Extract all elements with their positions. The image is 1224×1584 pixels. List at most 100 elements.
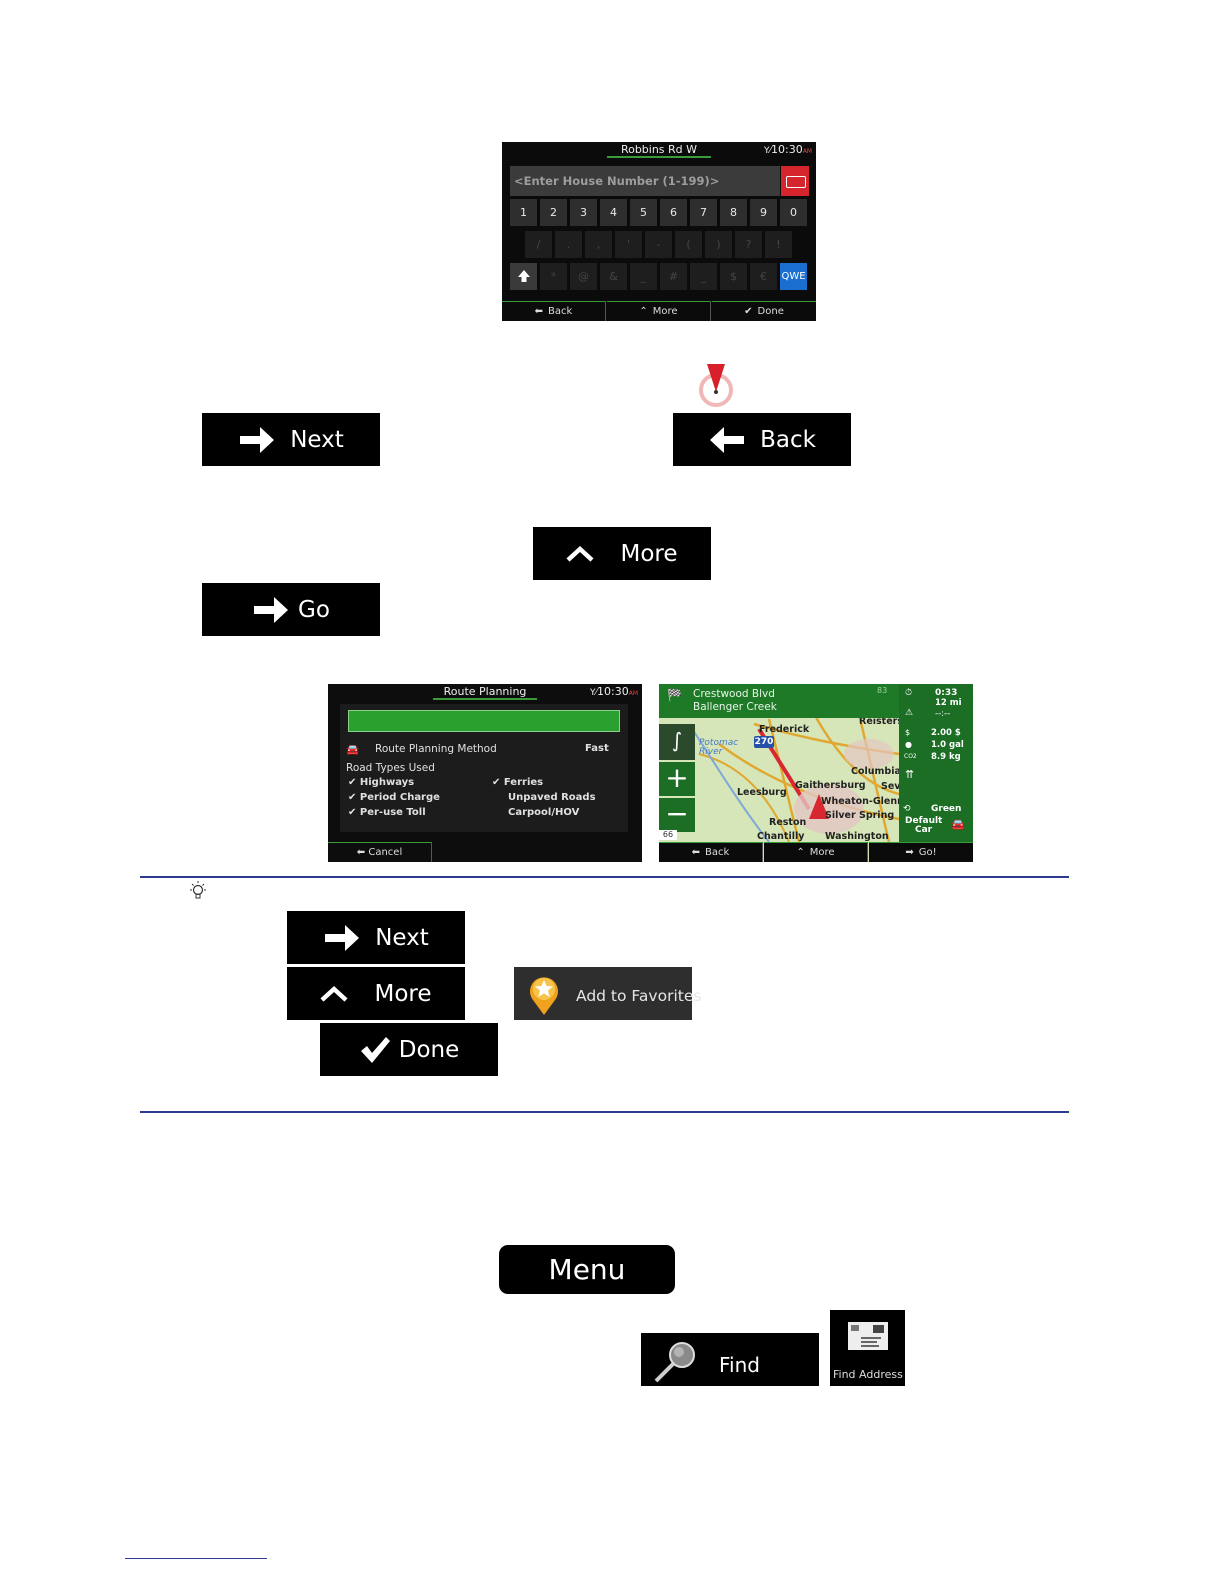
find-label: Find [719, 1353, 760, 1377]
back-button[interactable]: ⬅Back [502, 301, 606, 321]
more-button[interactable]: ⌃More [607, 301, 711, 321]
money-icon: $ [905, 728, 911, 737]
keyboard-key[interactable]: 7 [690, 199, 717, 226]
back-button[interactable]: ⬅Back [659, 842, 763, 862]
keyboard-key[interactable]: _ [630, 263, 657, 290]
eco-icon: ⟲ [903, 804, 911, 814]
keyboard-key[interactable]: ) [705, 231, 732, 258]
keyboard-key[interactable]: 6 [660, 199, 687, 226]
keyboard-key[interactable]: 5 [630, 199, 657, 226]
next-button[interactable]: Next [202, 413, 380, 466]
backspace-icon [786, 176, 806, 188]
lightbulb-icon [188, 880, 208, 902]
keyboard-key[interactable]: ! [765, 231, 792, 258]
keyboard-key[interactable]: 3 [570, 199, 597, 226]
place-label: Sev [881, 781, 901, 792]
keyboard-key[interactable]: - [645, 231, 672, 258]
trip-info-panel[interactable]: ⏱ 0:33 12 mi ⚠ --:-- $ 2.00 $ ● 1.0 gal … [899, 684, 973, 842]
go-button[interactable]: Go [202, 583, 380, 636]
checkmark-icon: ✔ [744, 306, 753, 317]
remaining-distance: 12 mi [935, 698, 962, 708]
place-label: Leesburg [737, 787, 787, 798]
car-icon: 🚘 [346, 744, 360, 756]
next-label: Next [290, 426, 344, 453]
arrow-right-icon [252, 595, 290, 625]
done-label: Done [398, 1036, 460, 1063]
more-button[interactable]: ⌃More [764, 842, 868, 862]
checkmark-icon [359, 1035, 391, 1065]
arrow-right-icon: ➡ [905, 847, 914, 858]
keyboard-key[interactable]: & [600, 263, 627, 290]
more-button-large[interactable]: More [533, 527, 711, 580]
fuel-usage: 1.0 gal [931, 740, 964, 750]
road-type-carpool: Carpool/HOV [508, 807, 580, 818]
fuel-icon: ● [905, 740, 912, 749]
tip-top-rule [140, 876, 1069, 878]
cancel-button[interactable]: ⬅ Cancel [328, 842, 432, 862]
go-button[interactable]: ➡Go! [869, 842, 973, 862]
add-to-favorites-button[interactable]: Add to Favorites [514, 967, 701, 1020]
vehicle-line1: Default [905, 816, 943, 826]
car-icon: 🚘 [951, 818, 965, 831]
shift-arrow-icon [517, 270, 530, 282]
zoom-out-button[interactable]: − [659, 798, 695, 832]
keyboard-key[interactable]: ' [615, 231, 642, 258]
method-label: Route Planning Method [375, 743, 497, 755]
keyboard-key[interactable]: 4 [600, 199, 627, 226]
keyboard-key[interactable]: _ [690, 263, 717, 290]
place-label: Reston [769, 817, 807, 828]
keyboard-key[interactable]: € [750, 263, 777, 290]
find-address-button[interactable]: Find Address [830, 1310, 905, 1386]
back-button-large[interactable]: Back [673, 413, 851, 466]
find-address-label: Find Address [833, 1368, 903, 1381]
road-type-period-charge: ✔ Period Charge [348, 792, 440, 803]
co2-value: 8.9 kg [931, 752, 961, 762]
tip-bottom-rule [140, 1111, 1069, 1113]
keyboard-key[interactable]: 9 [750, 199, 777, 226]
tip-done-button[interactable]: Done [320, 1023, 498, 1076]
place-label: Chantilly [757, 831, 805, 842]
next-label: Next [375, 924, 429, 951]
done-button[interactable]: ✔Done [712, 301, 816, 321]
keyboard-key[interactable]: 2 [540, 199, 567, 226]
warning-icon: ⚠ [905, 708, 914, 718]
add-to-favorites-label: Add to Favorites [576, 987, 702, 1005]
more-label: More [620, 540, 678, 567]
keyboard-key[interactable]: 0 [780, 199, 807, 226]
tip-next-button[interactable]: Next [287, 911, 465, 964]
place-label: Reisters [859, 716, 903, 727]
road-type-ferries: ✔ Ferries [492, 777, 544, 788]
qwe-keyboard-key[interactable]: QWE [780, 263, 807, 290]
route-progress-bar [348, 710, 620, 732]
keyboard-key[interactable]: / [525, 231, 552, 258]
house-number-input[interactable]: <Enter House Number (1-199)> [510, 166, 780, 196]
backspace-button[interactable] [781, 166, 809, 196]
timer-icon: ⏱ [905, 688, 913, 698]
chevron-up-icon: ⌃ [796, 847, 805, 858]
route-overview-icon[interactable]: ∫ [659, 724, 695, 760]
next-street-panel: 🏁 Crestwood Blvd Ballenger Creek 83 [659, 684, 899, 718]
arrow-left-icon: ⬅ [356, 847, 366, 858]
keyboard-key[interactable]: 8 [720, 199, 747, 226]
keyboard-key[interactable]: 1 [510, 199, 537, 226]
keyboard-key[interactable]: ? [735, 231, 762, 258]
checkered-flag-icon: 🏁 [667, 688, 682, 702]
route-map-screen: ∫ + − Frederick Reisters Potomac River C… [659, 684, 973, 862]
go-label: Go [298, 596, 330, 623]
find-button[interactable]: Find [641, 1333, 819, 1386]
place-label: Columbia [851, 766, 901, 777]
chevron-up-icon [566, 545, 595, 563]
keyboard-key[interactable]: ( [675, 231, 702, 258]
menu-button[interactable]: Menu [499, 1245, 675, 1294]
keyboard-key[interactable]: . [555, 231, 582, 258]
chevron-up-icon [320, 985, 349, 1003]
remaining-time: 0:33 [935, 688, 958, 698]
zoom-in-button[interactable]: + [659, 762, 695, 796]
keyboard-key[interactable]: @ [570, 263, 597, 290]
keyboard-key[interactable]: $ [720, 263, 747, 290]
tip-more-button[interactable]: More [287, 967, 465, 1020]
keyboard-key[interactable]: , [585, 231, 612, 258]
keyboard-key[interactable]: * [540, 263, 567, 290]
shift-key[interactable] [510, 263, 537, 290]
keyboard-key[interactable]: # [660, 263, 687, 290]
